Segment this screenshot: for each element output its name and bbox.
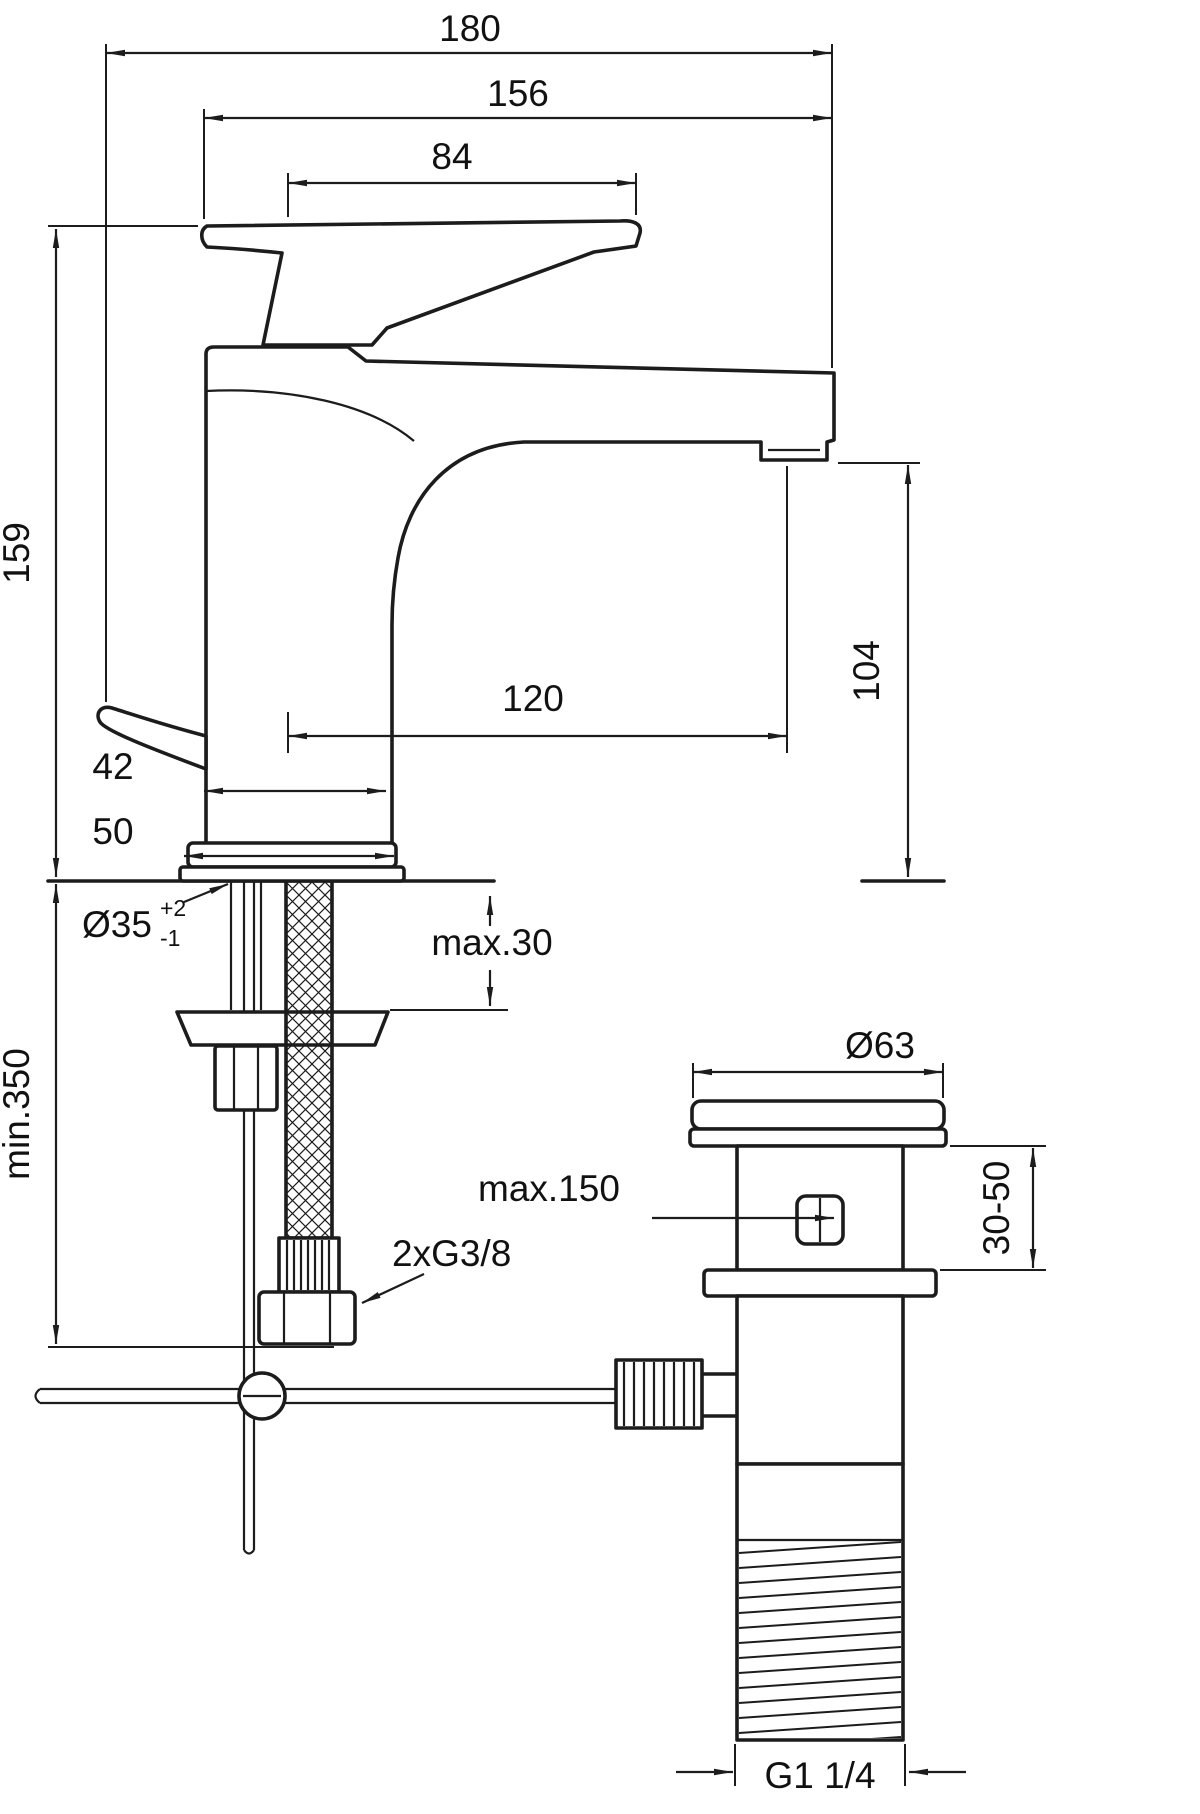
drain-overflow-hole: [795, 1194, 845, 1246]
base-plate: [178, 865, 406, 883]
dim-42-label: 42: [92, 746, 133, 787]
tailpiece-thread: [739, 1540, 901, 1738]
lift-rod-group: [34, 1371, 620, 1421]
dim-3050-label: 30-50: [976, 1161, 1017, 1256]
hose-ferrule: [277, 1236, 341, 1294]
drain-assembly-group: [614, 1099, 948, 1742]
drain-lower-body: [735, 1294, 905, 1466]
horizontal-rod: [34, 1387, 620, 1405]
dim-max150-label: max.150: [478, 1168, 620, 1209]
dim-159-label: 159: [0, 522, 37, 584]
dim-120-label: 120: [502, 678, 564, 719]
mounting-nut: [213, 1044, 279, 1112]
dim-drain-thread-label: G1 1/4: [764, 1755, 875, 1796]
drain-knurled-nut: [614, 1358, 704, 1430]
handle-lever: [199, 219, 643, 347]
dim-dia35-tol-minus: -1: [160, 925, 180, 951]
dimension-labels: 180 156 84 159 104 120 42 50 Ø35 +2 -1 m…: [0, 8, 1017, 1796]
dim-180-label: 180: [439, 8, 501, 49]
dim-dia35-label: Ø35: [82, 904, 152, 945]
mounting-shank: [229, 882, 263, 1010]
drain-plug-flange: [688, 1127, 948, 1148]
dim-max30-label: max.30: [431, 922, 552, 963]
drain-rod-neck: [698, 1372, 742, 1418]
dim-dia35-tol-plus: +2: [160, 895, 186, 921]
dimension-annotations: [48, 44, 1046, 1786]
faucet-body-group: [96, 219, 836, 883]
drain-tailpiece: [735, 1462, 905, 1742]
supply-hose: [284, 880, 334, 1240]
dim-84-label: 84: [431, 136, 472, 177]
lift-rod-vertical: [242, 882, 256, 1555]
mounting-washer: [175, 1010, 390, 1047]
pullrod-knob: [96, 705, 208, 771]
drain-plug-disc: [690, 1099, 946, 1131]
hose-connector-nut: [257, 1290, 357, 1346]
dim-104-label: 104: [846, 640, 887, 702]
drain-wide-flange: [702, 1268, 938, 1298]
undercounter-group: [175, 880, 390, 1555]
dim-hose-thread-label: 2xG3/8: [392, 1233, 511, 1274]
dim-dia63-label: Ø63: [845, 1025, 915, 1066]
dim-50-label: 50: [92, 811, 133, 852]
dim-min350-label: min.350: [0, 1048, 37, 1180]
dim-156-label: 156: [487, 73, 549, 114]
body-joint-line: [205, 389, 415, 442]
faucet-body-outline: [204, 345, 836, 847]
